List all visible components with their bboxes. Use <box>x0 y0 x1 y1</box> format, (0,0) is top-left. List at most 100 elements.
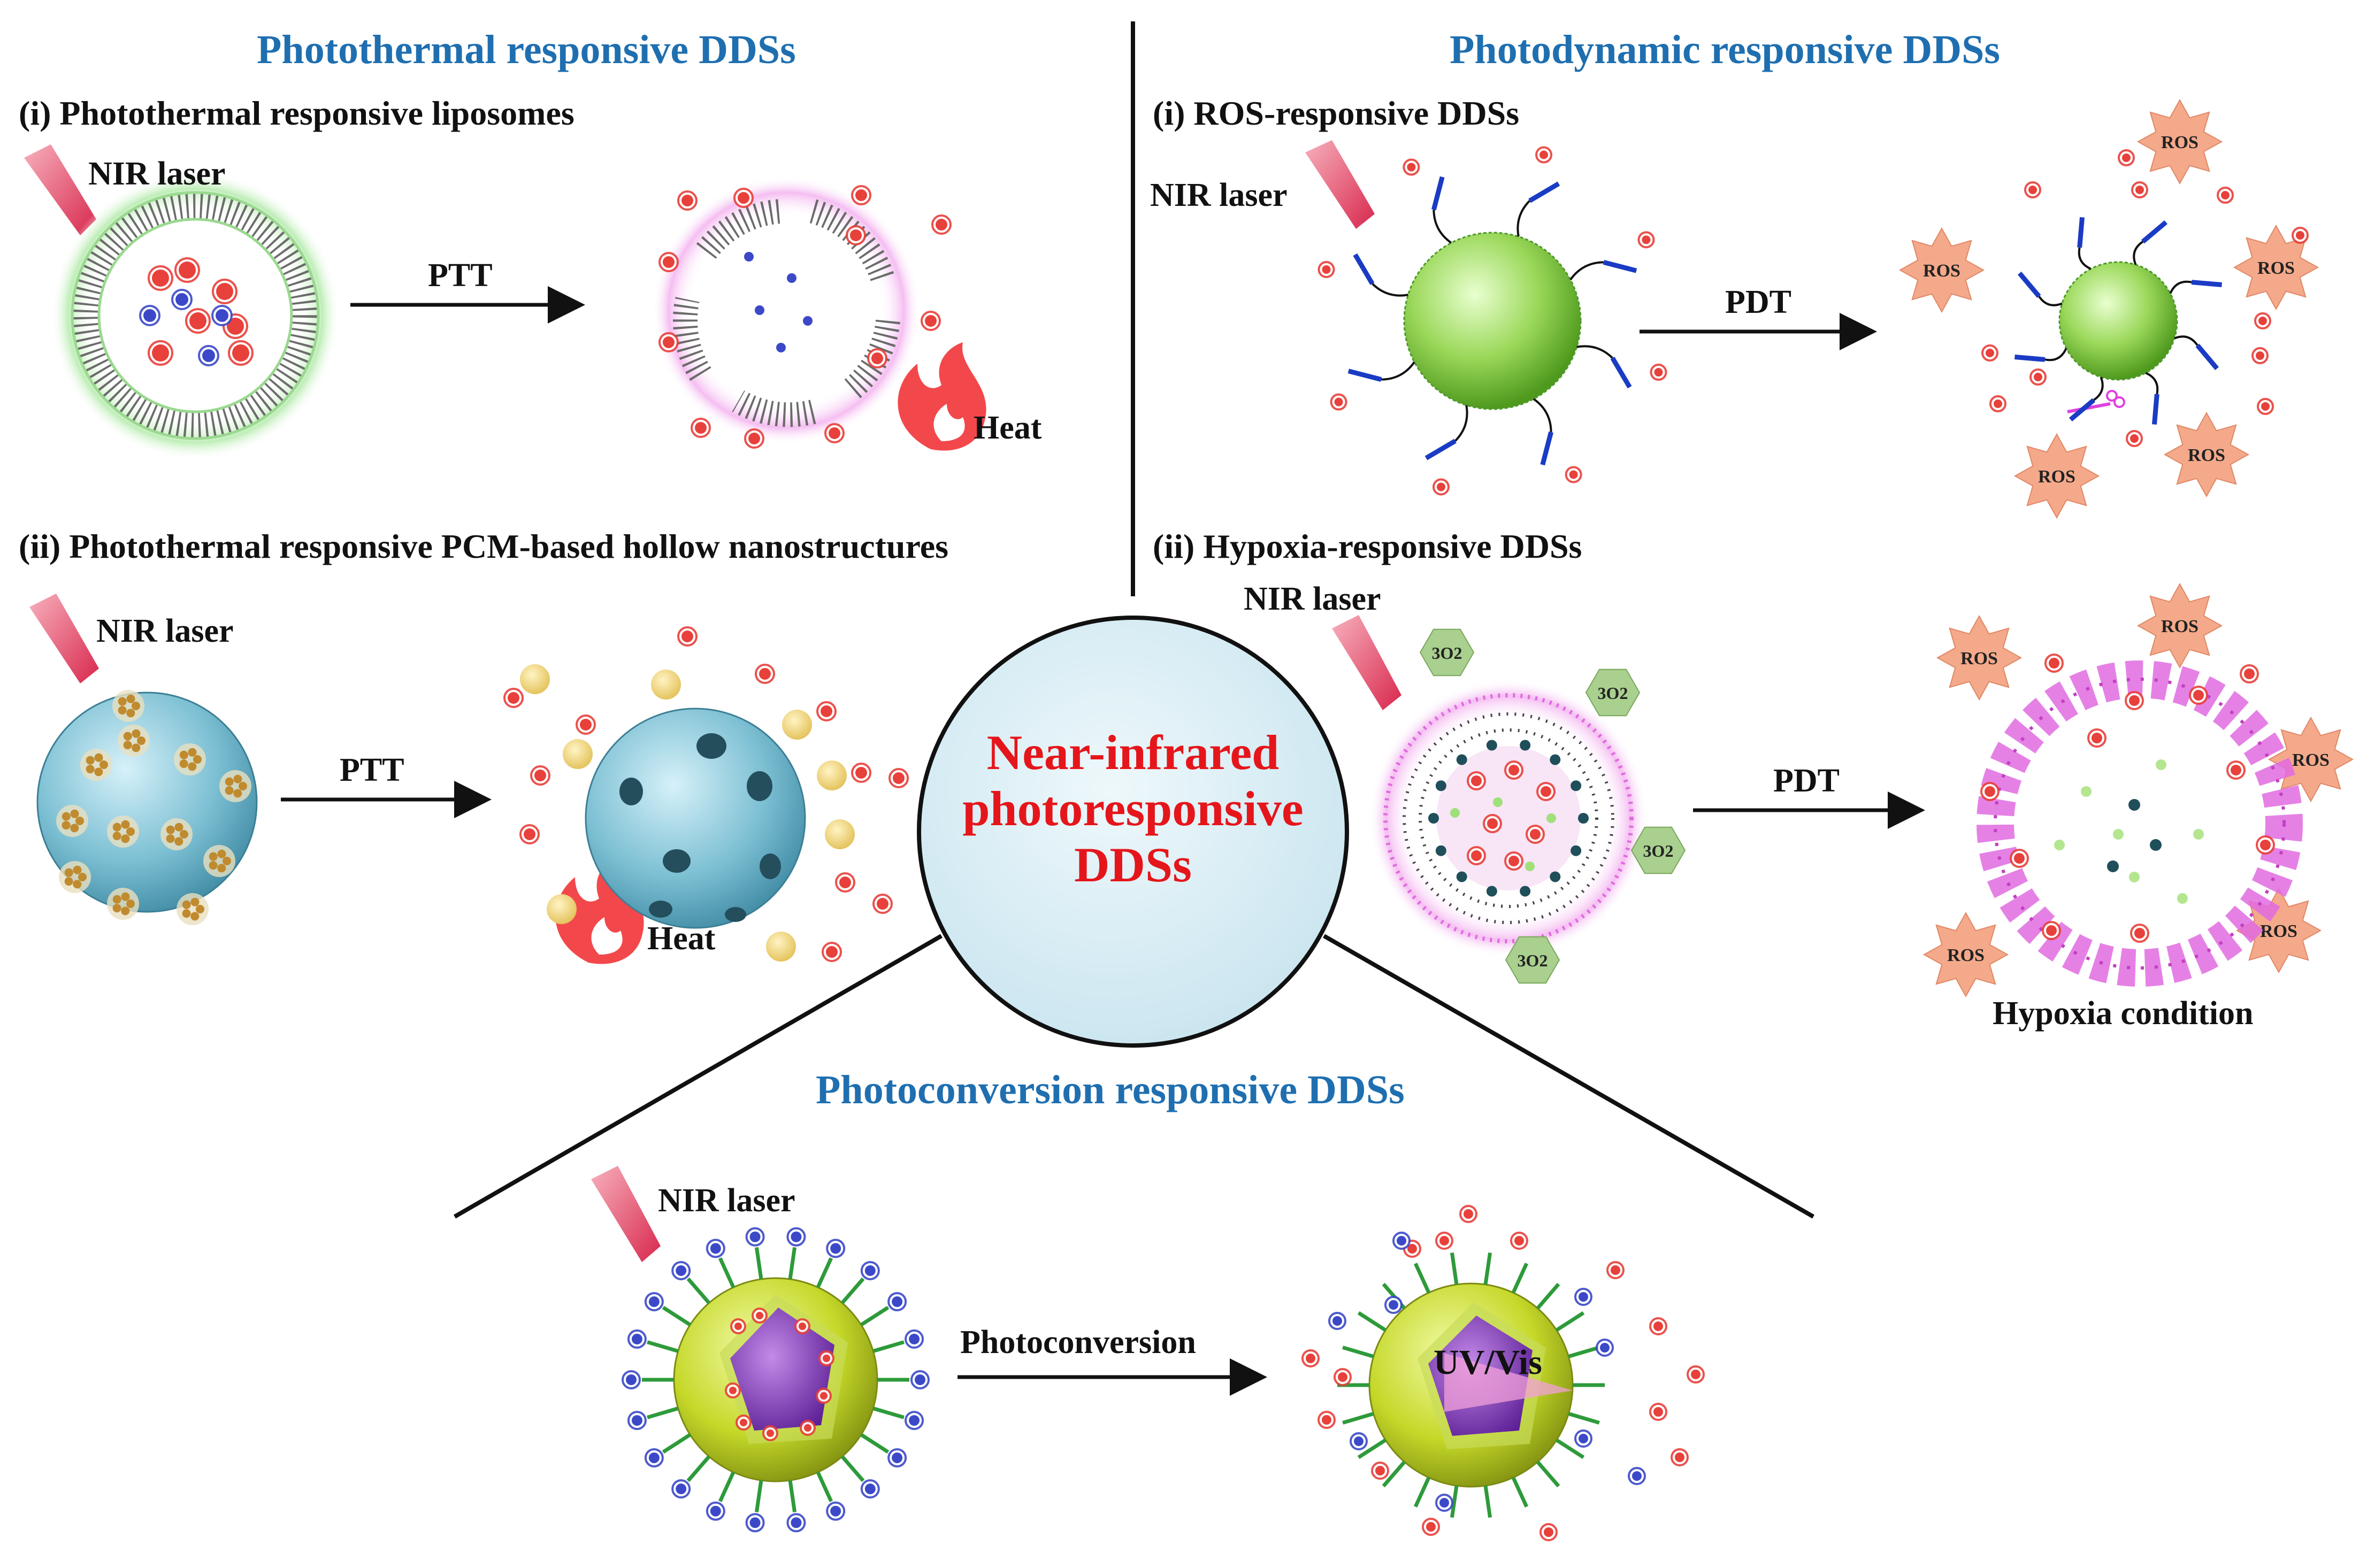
drug-dot <box>710 1505 721 1517</box>
oxygen-hex <box>1630 826 1686 874</box>
drug-dot <box>749 1517 761 1528</box>
drug-dot <box>2156 759 2166 770</box>
drug-dot <box>759 668 771 680</box>
drug-dot <box>826 946 838 958</box>
ros-star <box>2233 224 2319 311</box>
gold-dot <box>75 817 84 825</box>
drug-dot <box>1397 1236 1406 1246</box>
linker-dot <box>1520 740 1531 751</box>
drug-dot <box>1675 1452 1684 1462</box>
photodynamic-sub1: (i) ROS-responsive DDSs <box>1153 94 1520 132</box>
oxygen-hex <box>1419 628 1475 677</box>
gold-dot <box>188 762 197 771</box>
drug-dot <box>864 1265 876 1276</box>
liposome-released-drugs <box>658 185 952 449</box>
gold-dot <box>126 827 135 836</box>
ligand-stem <box>1536 1282 1560 1310</box>
drug-dot <box>1332 1316 1342 1326</box>
gold-dot <box>64 868 73 877</box>
drug-dot <box>152 270 169 287</box>
drug-dot <box>738 192 749 204</box>
drug-dot <box>143 309 156 322</box>
drug-dot <box>829 427 840 439</box>
drug-dot <box>936 219 947 230</box>
ligand-stem <box>840 1455 865 1482</box>
gold-dot <box>112 823 121 832</box>
gold-dot <box>112 832 121 841</box>
drug-dot <box>681 195 693 206</box>
pcm-particle <box>520 664 550 694</box>
ligand-stem <box>1357 1311 1387 1332</box>
gold-dot <box>132 702 140 710</box>
linker-dot <box>1486 740 1497 751</box>
gold-dot <box>174 823 183 832</box>
drug-dot <box>1579 1434 1588 1443</box>
pcm-particle <box>825 819 855 849</box>
drug-dot <box>1439 1498 1449 1508</box>
ros-star <box>2163 411 2250 498</box>
gold-dot <box>180 830 188 839</box>
gold-dot <box>112 904 121 913</box>
drug-dot <box>1654 368 1663 377</box>
ros-label: ROS <box>2161 133 2199 152</box>
gold-dot <box>99 760 108 769</box>
linker-dot <box>1456 754 1467 765</box>
ros-star <box>2268 716 2354 803</box>
ligand-stem <box>816 1257 833 1288</box>
ligand-chain <box>2038 296 2063 306</box>
photothermal-sub1: (i) Photothermal responsive liposomes <box>19 94 574 132</box>
ligand-head <box>2141 220 2168 244</box>
gold-dot <box>223 857 231 865</box>
drug-dot <box>749 1231 761 1242</box>
ros-star <box>2013 433 2100 519</box>
drug-dot <box>1439 1236 1449 1246</box>
drug-dot <box>663 336 675 348</box>
center-circle <box>917 616 1349 1048</box>
gold-dot <box>225 777 234 786</box>
linker-dot <box>2128 799 2140 811</box>
pcm-particle <box>651 670 681 700</box>
drug-dot <box>791 1517 802 1528</box>
ligand-stem <box>718 1257 736 1288</box>
gold-dot <box>126 694 135 703</box>
drug-dot <box>710 1243 721 1254</box>
ros-label: ROS <box>1947 946 1985 965</box>
ligand-head <box>2017 271 2041 298</box>
drug-dot <box>1338 1372 1347 1382</box>
photothermal-laser2: NIR laser <box>96 613 234 649</box>
gold-dot <box>233 774 242 783</box>
drug-dot <box>2221 191 2230 199</box>
drug-dot <box>648 1296 660 1308</box>
drug-dot <box>2231 765 2241 775</box>
drug-dot <box>2034 373 2042 381</box>
gold-dot <box>190 897 200 906</box>
ligand-stem <box>647 1340 679 1353</box>
drug-dot <box>1546 813 1556 823</box>
gold-dot <box>137 736 145 745</box>
drug-dot <box>631 1415 642 1426</box>
photothermal-heat1: Heat <box>974 410 1042 446</box>
photoconversion-arrow-label: Photoconversion <box>960 1324 1196 1361</box>
oxygen-label: 3O2 <box>1598 683 1628 703</box>
photodynamic-sub2: (ii) Hypoxia-responsive DDSs <box>1153 527 1582 565</box>
photothermal-arrow2-label: PTT <box>340 752 404 788</box>
drug-dot <box>1407 163 1416 172</box>
photothermal-laser1: NIR laser <box>88 156 226 192</box>
linker-dot <box>1520 886 1531 897</box>
drug-dot <box>740 1419 747 1426</box>
gold-dot <box>225 786 234 795</box>
gold-dot <box>94 767 103 777</box>
gold-dot <box>123 732 132 741</box>
ligand-head <box>1603 260 1637 273</box>
ros-label: ROS <box>1923 261 1960 281</box>
drug-dot <box>1450 808 1460 818</box>
ligand-stem <box>816 1471 833 1502</box>
drug-dot <box>803 316 813 326</box>
ros-label: ROS <box>2038 467 2075 487</box>
upconversion-particle-released <box>1368 1282 1574 1488</box>
drug-dot <box>1579 1292 1588 1302</box>
hypoxia-micelle-contents <box>1428 740 1589 897</box>
gold-dot <box>118 697 127 706</box>
drug-dot <box>2177 893 2188 904</box>
drug-dot <box>1600 1343 1610 1352</box>
